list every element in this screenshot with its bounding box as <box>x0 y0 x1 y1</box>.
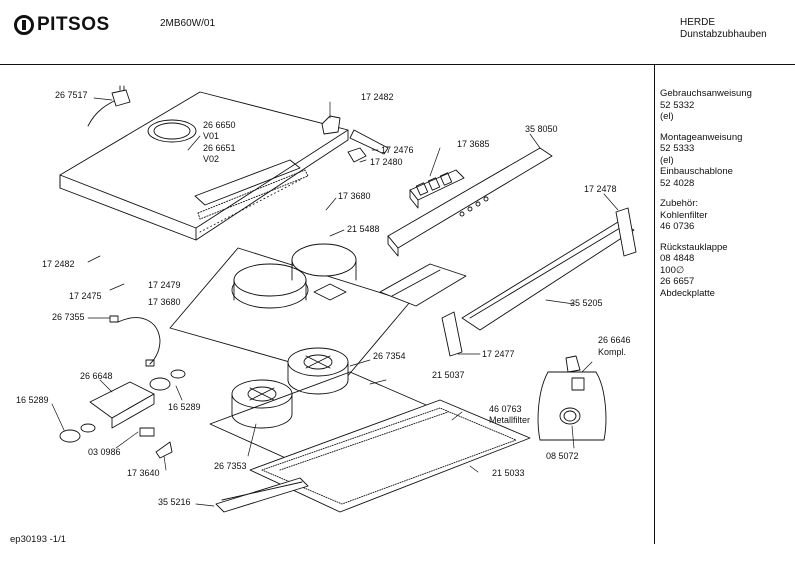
sidebar-text: (el) <box>660 111 674 122</box>
part-number-label: 26 7353 <box>214 461 247 471</box>
sidebar-text: Zubehör: <box>660 198 699 209</box>
part-number-label: 17 2475 <box>69 291 102 301</box>
part-number-label: 46 0763 <box>489 404 522 414</box>
category-heading: HERDE Dunstabzubhauben <box>680 17 767 41</box>
sidebar-text: 52 5332 <box>660 99 695 111</box>
part-number-label: 35 5205 <box>570 298 603 308</box>
fan-motor <box>231 347 349 429</box>
part-number-label: 26 7355 <box>52 312 85 322</box>
part-number-label: 21 5037 <box>432 370 465 380</box>
part-number-label: 17 2478 <box>584 184 617 194</box>
part-number-label: 26 6651 <box>203 143 236 153</box>
accessories-sidebar: Gebrauchsanweisung 52 5332 (el) Montagea… <box>660 88 752 308</box>
sidebar-text: 52 4028 <box>660 177 695 189</box>
part-number-label: 17 3680 <box>338 191 371 201</box>
carbon-filter-bag <box>537 355 607 441</box>
part-number-label: 26 7354 <box>373 351 406 361</box>
manual-block: Gebrauchsanweisung 52 5332 (el) <box>660 88 752 123</box>
sidebar-text: Montageanweisung <box>660 131 743 143</box>
front-panel <box>387 147 553 257</box>
leader-lines <box>51 97 619 507</box>
part-number-label: 17 2482 <box>42 259 75 269</box>
brand-logo-mark <box>14 15 34 35</box>
clip-parts-top <box>321 115 389 163</box>
part-note-label: Metallfilter <box>489 415 531 425</box>
part-number-label: 21 5488 <box>347 224 380 234</box>
accessories-block: Zubehör: Kohlenfilter 46 0736 <box>660 198 752 233</box>
sidebar-text: (el) <box>660 154 674 166</box>
trim-strip <box>215 477 309 513</box>
sidebar-text: Gebrauchsanweisung <box>660 88 752 99</box>
power-cord <box>87 85 131 127</box>
part-number-label: 35 5216 <box>158 497 191 507</box>
part-number-label: 26 6650 <box>203 120 236 130</box>
sidebar-text: 46 0736 <box>660 221 695 232</box>
sidebar-text: 100∅ <box>660 264 685 276</box>
part-number-label: 26 7517 <box>55 90 88 100</box>
hood-housing <box>59 91 349 241</box>
header-divider <box>0 64 795 65</box>
sidebar-text: 08 4848 <box>660 253 695 264</box>
part-number-label: 17 2479 <box>148 280 181 290</box>
backflow-block: Rückstauklappe 08 4848 100∅ 26 6657 Abde… <box>660 242 752 300</box>
category-line-2: Dunstabzubhauben <box>680 29 767 40</box>
brand-logo-text: PITSOS <box>37 14 110 35</box>
category-line-1: HERDE <box>680 17 716 28</box>
part-number-label: 16 5289 <box>16 395 49 405</box>
part-number-label: 16 5289 <box>168 402 201 412</box>
backdraft-plate <box>379 263 467 307</box>
exploded-parts-drawing <box>51 85 637 513</box>
switch-unit <box>409 169 465 209</box>
sidebar-text: Kohlenfilter <box>660 209 708 221</box>
part-number-label: 26 6648 <box>80 371 113 381</box>
part-number-label: 21 5033 <box>492 468 525 478</box>
installation-block: Montageanweisung 52 5333 (el) Einbauscha… <box>660 132 752 190</box>
part-number-label: 17 3685 <box>457 139 490 149</box>
part-number-label: 26 6646 <box>598 335 631 345</box>
part-number-label: 17 3680 <box>148 297 181 307</box>
sidebar-text: Abdeckplatte <box>660 287 715 299</box>
cable-assembly <box>109 315 161 367</box>
filter-tray <box>209 371 531 513</box>
part-number-label: 35 8050 <box>525 124 558 134</box>
part-number-label: 17 3640 <box>127 468 160 478</box>
lamp-unit <box>59 369 186 459</box>
sidebar-text: 52 5333 <box>660 143 695 154</box>
brand-logo: PITSOS <box>14 14 110 36</box>
glass-visor <box>441 207 637 357</box>
part-number-label: 17 2476 <box>381 145 414 155</box>
part-number-label: 17 2482 <box>361 92 394 102</box>
sidebar-text: Einbauschablone <box>660 166 733 177</box>
variant-label: V02 <box>203 154 220 164</box>
part-note-label: Kompl. <box>598 347 627 357</box>
part-number-label: 17 2477 <box>482 349 515 359</box>
sidebar-text: Rückstauklappe <box>660 241 728 253</box>
variant-label: V01 <box>203 131 220 141</box>
part-number-label: 17 2480 <box>370 157 403 167</box>
part-number-label: 08 5072 <box>546 451 579 461</box>
sidebar-divider <box>654 64 655 544</box>
model-number: 2MB60W/01 <box>160 18 216 29</box>
sidebar-text: 26 6657 <box>660 276 695 287</box>
page-code: ep30193 -1/1 <box>10 534 66 545</box>
part-number-label: 03 0986 <box>88 447 121 457</box>
